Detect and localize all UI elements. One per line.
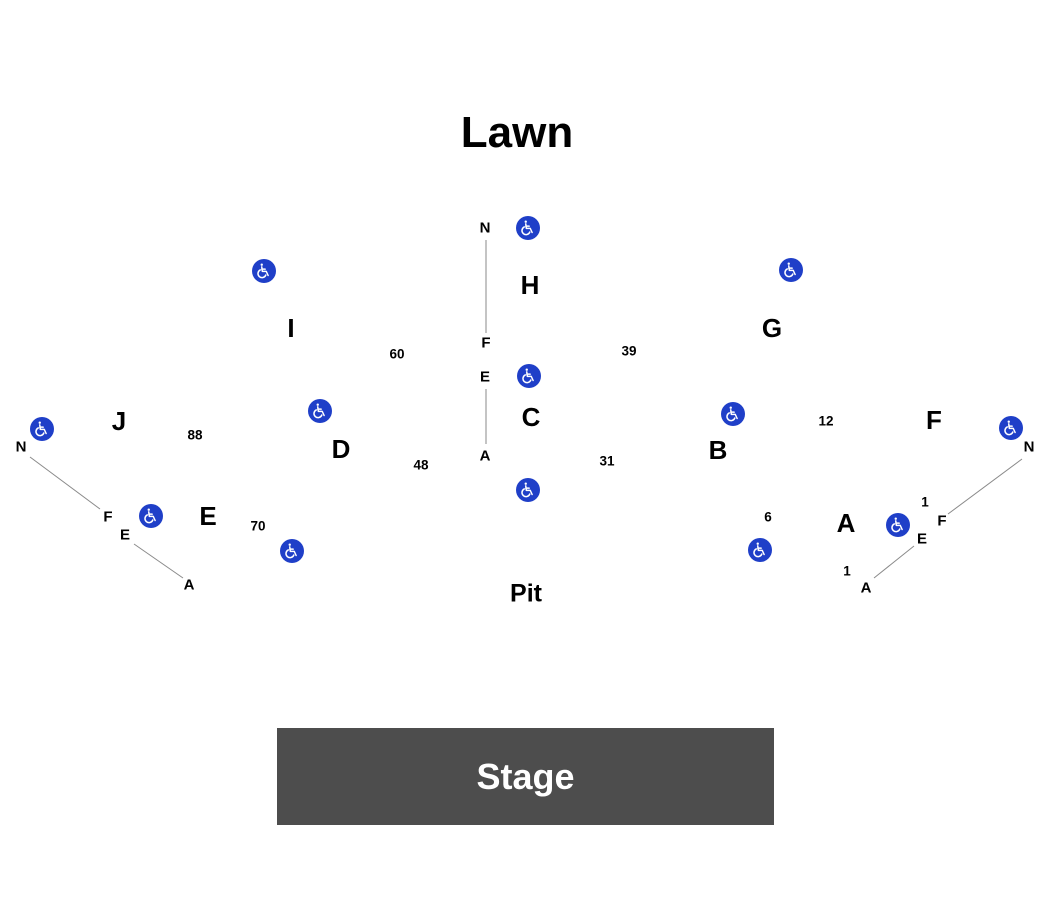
left-row-e: E	[119, 526, 131, 544]
section-e[interactable]: E	[199, 501, 217, 531]
right-row-e: E	[916, 530, 928, 548]
wheelchair-icon[interactable]	[252, 259, 276, 283]
seat-number-88: 88	[187, 427, 203, 443]
seat-number-60: 60	[389, 346, 405, 362]
left-row-f: F	[103, 508, 113, 526]
wheelchair-icon[interactable]	[779, 258, 803, 282]
right-row-f: F	[937, 512, 947, 530]
stage-label: Stage	[476, 755, 575, 797]
center-row-e: E	[479, 368, 491, 386]
seat-number-39: 39	[621, 343, 637, 359]
wheelchair-icon[interactable]	[999, 416, 1023, 440]
stage[interactable]: Stage	[277, 728, 774, 825]
wheelchair-icon[interactable]	[886, 513, 910, 537]
seat-number-1-lower: 1	[843, 563, 851, 579]
left-row-a: A	[183, 576, 195, 594]
wheelchair-icon[interactable]	[280, 539, 304, 563]
pit-label[interactable]: Pit	[510, 579, 542, 608]
wheelchair-icon[interactable]	[308, 399, 332, 423]
wheelchair-icon[interactable]	[30, 417, 54, 441]
seat-number-70: 70	[250, 518, 266, 534]
section-h[interactable]: H	[520, 270, 540, 300]
wheelchair-icon[interactable]	[516, 216, 540, 240]
section-a[interactable]: A	[836, 508, 856, 538]
lawn-label[interactable]: Lawn	[460, 108, 574, 157]
section-c[interactable]: C	[521, 402, 541, 432]
left-row-n: N	[15, 438, 27, 456]
seat-number-31: 31	[599, 453, 615, 469]
section-g[interactable]: G	[761, 313, 783, 343]
right-row-a: A	[860, 579, 872, 597]
seat-number-12: 12	[818, 413, 834, 429]
wheelchair-icon[interactable]	[748, 538, 772, 562]
wheelchair-icon[interactable]	[139, 504, 163, 528]
right-row-line-lower	[873, 545, 915, 579]
section-f[interactable]: F	[926, 405, 942, 435]
section-d[interactable]: D	[331, 434, 351, 464]
left-row-line-upper	[29, 456, 101, 510]
left-row-line-lower	[133, 543, 184, 579]
right-row-line-upper	[947, 458, 1023, 515]
seat-number-1-upper: 1	[921, 494, 929, 510]
section-j[interactable]: J	[111, 406, 127, 436]
center-row-f: F	[481, 334, 491, 352]
section-b[interactable]: B	[708, 435, 728, 465]
center-row-a: A	[479, 447, 491, 465]
section-i[interactable]: I	[287, 313, 295, 343]
seat-number-6: 6	[764, 509, 772, 525]
right-row-n: N	[1023, 438, 1035, 456]
wheelchair-icon[interactable]	[516, 478, 540, 502]
center-row-n: N	[479, 219, 491, 237]
seat-number-48: 48	[413, 457, 429, 473]
wheelchair-icon[interactable]	[721, 402, 745, 426]
wheelchair-icon[interactable]	[517, 364, 541, 388]
